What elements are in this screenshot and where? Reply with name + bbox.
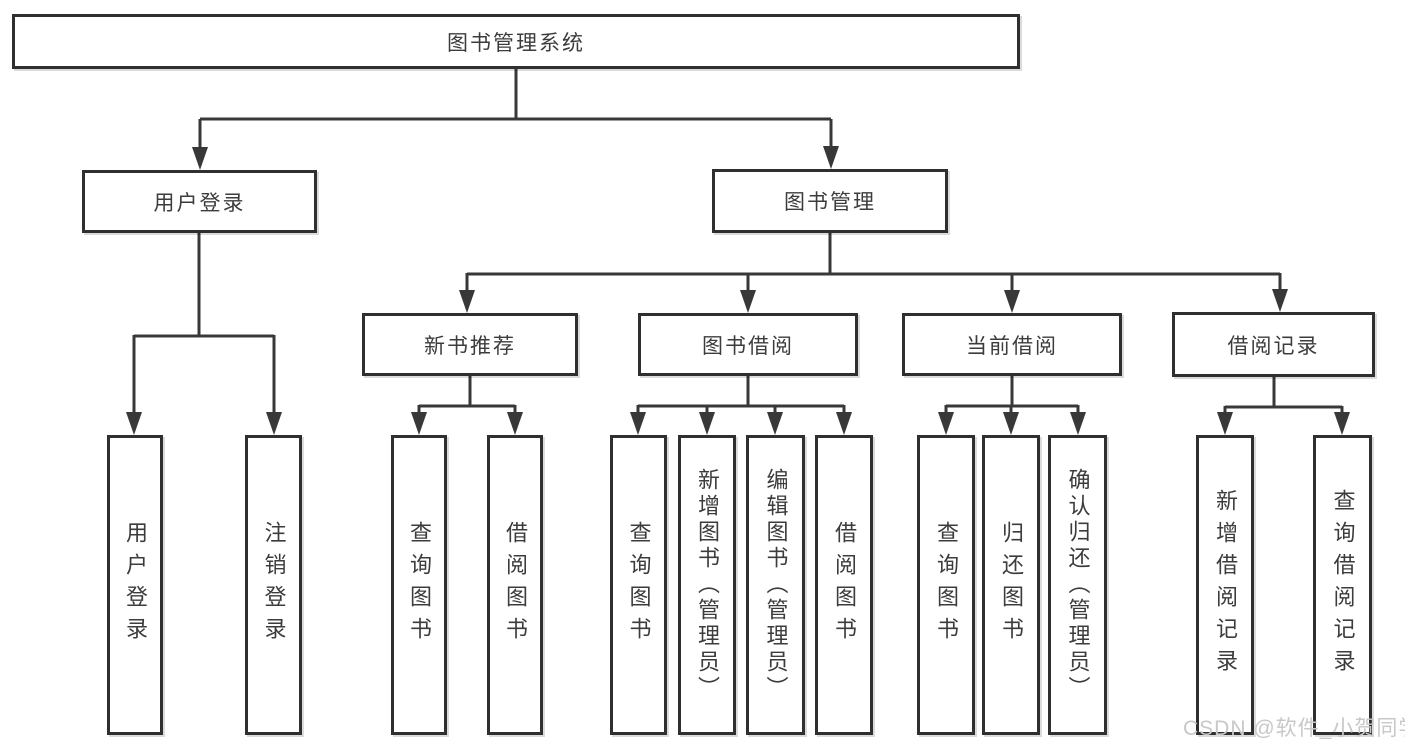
- leaf-return-books-label: 归还图书: [999, 521, 1024, 649]
- leaf-edit-books-admin-label: 编辑图书（管理员）: [763, 468, 789, 702]
- leaf-borrow-books: 借阅图书: [815, 435, 873, 735]
- leaf-user-login: 用户登录: [107, 435, 163, 735]
- node-user-login: 用户登录: [82, 170, 317, 233]
- leaf-query-books-borrow-label: 查询图书: [626, 521, 652, 649]
- leaf-borrow-books-newrec-label: 借阅图书: [503, 521, 528, 649]
- leaf-return-books: 归还图书: [982, 435, 1040, 735]
- leaf-user-login-label: 用户登录: [123, 521, 148, 649]
- leaf-query-books-current: 查询图书: [917, 435, 975, 735]
- leaf-add-borrow-record-label: 新增借阅记录: [1213, 489, 1238, 681]
- leaf-confirm-return-admin-label: 确认归还（管理员）: [1065, 468, 1091, 702]
- node-new-book-recommend: 新书推荐: [362, 313, 578, 376]
- leaf-add-books-admin: 新增图书（管理员）: [678, 435, 736, 735]
- node-book-borrowing-label: 图书借阅: [702, 334, 794, 358]
- leaf-confirm-return-admin: 确认归还（管理员）: [1048, 435, 1107, 735]
- leaf-logout-label: 注销登录: [261, 521, 287, 649]
- leaf-query-books-current-label: 查询图书: [934, 521, 959, 649]
- leaf-query-books-newrec: 查询图书: [391, 435, 447, 735]
- leaf-borrow-books-newrec: 借阅图书: [487, 435, 543, 735]
- leaf-add-books-admin-label: 新增图书（管理员）: [695, 468, 720, 702]
- leaf-borrow-books-label: 借阅图书: [832, 521, 857, 649]
- leaf-query-borrow-record: 查询借阅记录: [1313, 435, 1372, 735]
- node-borrow-records-label: 借阅记录: [1227, 334, 1320, 358]
- leaf-add-borrow-record: 新增借阅记录: [1196, 435, 1254, 735]
- watermark: CSDN @软件_小贺同学: [1183, 717, 1405, 740]
- node-new-book-recommend-label: 新书推荐: [424, 334, 516, 358]
- node-book-management: 图书管理: [712, 169, 948, 233]
- leaf-query-borrow-record-label: 查询借阅记录: [1330, 489, 1356, 681]
- leaf-query-books-newrec-label: 查询图书: [407, 521, 432, 649]
- node-root: 图书管理系统: [12, 14, 1020, 69]
- node-current-borrowing-label: 当前借阅: [966, 334, 1058, 358]
- leaf-query-books-borrow: 查询图书: [610, 435, 667, 735]
- leaf-logout: 注销登录: [245, 435, 302, 735]
- node-book-borrowing: 图书借阅: [638, 313, 858, 376]
- node-root-label: 图书管理系统: [447, 31, 585, 55]
- node-borrow-records: 借阅记录: [1172, 312, 1375, 377]
- node-current-borrowing: 当前借阅: [902, 313, 1122, 376]
- node-book-management-label: 图书管理: [784, 191, 876, 214]
- leaf-edit-books-admin: 编辑图书（管理员）: [746, 435, 805, 735]
- node-user-login-label: 用户登录: [153, 191, 246, 215]
